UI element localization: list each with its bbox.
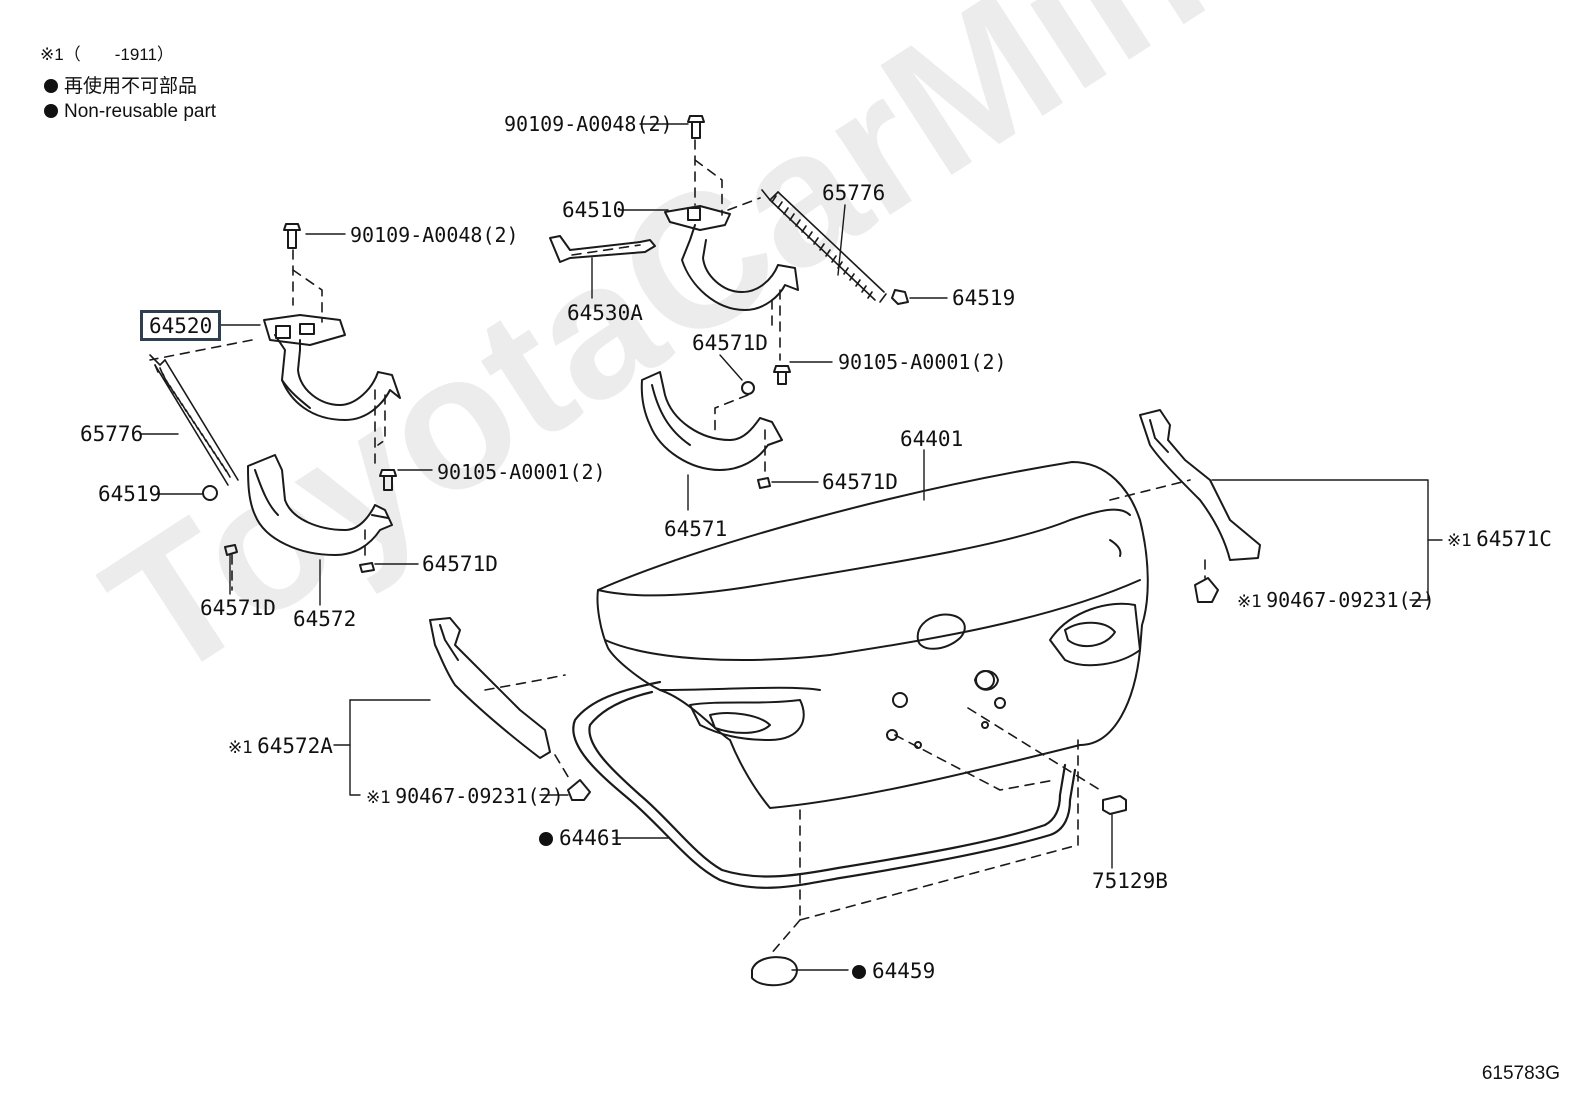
label-bolt-mid-right[interactable]: 90105-A0001(2) <box>838 350 1007 374</box>
label-bolt-top-right[interactable]: 90109-A0048(2) <box>504 112 673 136</box>
label-stopper-right[interactable]: 64519 <box>952 286 1016 310</box>
label-clip-left-text: 90467-09231(2) <box>395 784 564 808</box>
label-weatherstrip[interactable]: 64461 <box>539 827 622 849</box>
label-weatherstrip-text: 64461 <box>559 826 623 850</box>
pad-shape <box>1102 795 1127 815</box>
label-bolt-top-left[interactable]: 90109-A0048(2) <box>350 223 519 247</box>
label-pad[interactable]: 75129B <box>1092 869 1168 893</box>
left-bolts <box>283 223 397 491</box>
dashed-guides <box>149 139 1206 956</box>
non-reusable-dot-icon <box>44 79 58 93</box>
date-range-note: ※1（ -1911） <box>40 45 174 64</box>
right-outer-cover <box>1139 409 1261 603</box>
weatherstrip <box>572 680 1077 889</box>
right-cover <box>640 371 783 489</box>
label-bumper-left-b[interactable]: 64571D <box>422 552 498 576</box>
label-hinge-left-selected[interactable]: 64520 <box>140 310 222 341</box>
label-bumper-left-a[interactable]: 64571D <box>200 596 276 620</box>
label-bolt-mid-left[interactable]: 90105-A0001(2) <box>437 460 606 484</box>
legend-en: Non-reusable part <box>44 101 216 123</box>
note-mark: ※1 <box>1237 592 1263 612</box>
note-mark: ※1 <box>1447 531 1473 551</box>
label-hinge-right[interactable]: 64510 <box>562 198 626 222</box>
label-cushion-text: 64459 <box>872 959 936 983</box>
right-hinge <box>664 205 799 311</box>
left-outer-cover <box>429 617 591 801</box>
label-cushion[interactable]: 64459 <box>852 960 935 982</box>
diagram-code: 615783G <box>1481 1063 1560 1084</box>
right-spring <box>761 189 887 303</box>
non-reusable-dot-icon <box>44 104 58 118</box>
label-cover-right[interactable]: 64571 <box>664 517 728 541</box>
legend-jp-text: 再使用不可部品 <box>64 76 198 97</box>
label-cover-right-outer-text: 64571C <box>1476 527 1552 551</box>
label-cover-left-outer-text: 64572A <box>257 734 333 758</box>
label-bumper-right-b[interactable]: 64571D <box>822 470 898 494</box>
leader-lines <box>139 123 1443 971</box>
label-clip-right-text: 90467-09231(2) <box>1266 588 1435 612</box>
right-stopper-shape <box>891 289 909 305</box>
note-mark: ※1 <box>228 738 254 758</box>
trunk-lid <box>596 461 1149 809</box>
legend-en-text: Non-reusable part <box>64 101 217 122</box>
left-cover <box>224 454 393 573</box>
label-rod-right[interactable]: 64530A <box>567 301 643 325</box>
non-reusable-dot-icon <box>539 832 553 846</box>
non-reusable-dot-icon <box>852 965 866 979</box>
cushion-shape <box>751 956 798 987</box>
rod <box>549 235 656 263</box>
right-bolts <box>687 115 791 385</box>
left-hinge <box>263 314 401 421</box>
label-cover-left[interactable]: 64572 <box>293 607 357 631</box>
label-trunk-lid[interactable]: 64401 <box>900 427 964 451</box>
label-bumper-right-a[interactable]: 64571D <box>692 331 768 355</box>
left-spring <box>149 354 239 486</box>
label-spring-left[interactable]: 65776 <box>80 422 144 446</box>
legend-jp: 再使用不可部品 <box>44 76 197 98</box>
label-stopper-left[interactable]: 64519 <box>98 482 162 506</box>
note-mark: ※1 <box>366 788 392 808</box>
left-stopper-shape <box>202 485 218 501</box>
label-spring-right[interactable]: 65776 <box>822 181 886 205</box>
